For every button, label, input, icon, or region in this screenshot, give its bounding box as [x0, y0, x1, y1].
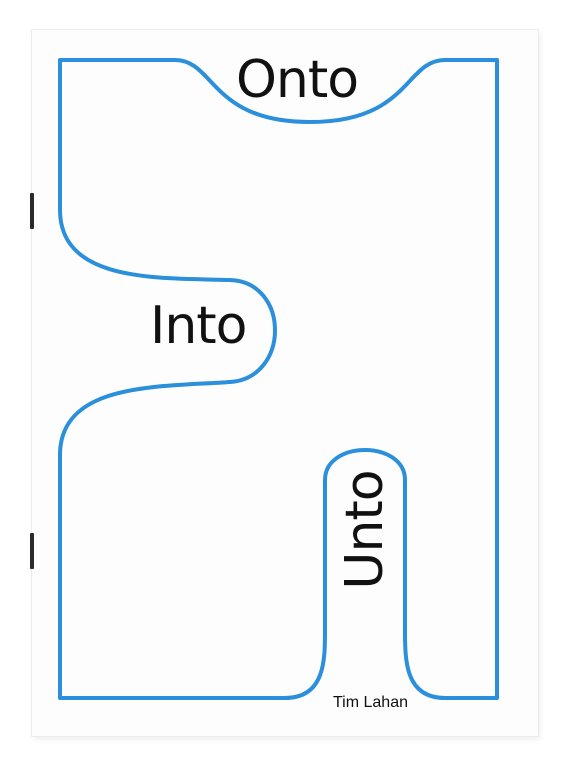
- author-name: Tim Lahan: [333, 694, 408, 711]
- booklet-cover: [32, 30, 538, 736]
- word-unto: Unto: [335, 470, 395, 590]
- word-onto: Onto: [236, 50, 359, 110]
- staple-bottom: [30, 533, 34, 569]
- word-into: Into: [150, 296, 247, 356]
- staple-top: [30, 193, 34, 229]
- blue-outline-path: [58, 58, 499, 700]
